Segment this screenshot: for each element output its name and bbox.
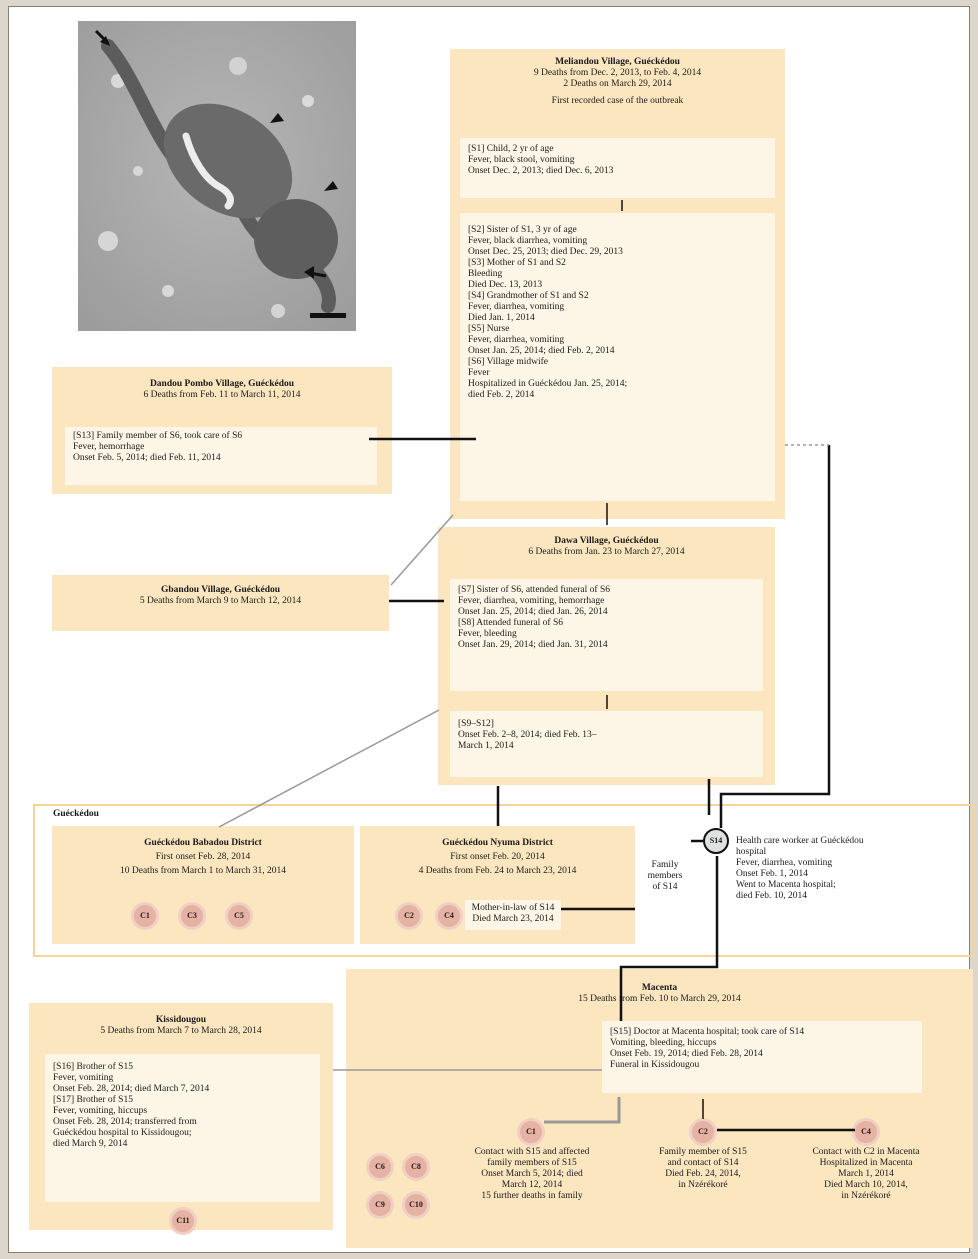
- s14-node: S14: [703, 828, 729, 854]
- gueckedou-region: Guéckédou: [33, 804, 973, 957]
- nyuma-mother-in-law: Mother-in-law of S14 Died March 23, 2014: [465, 900, 561, 930]
- case-badge-c4: C4: [438, 905, 460, 927]
- macenta-c4-text: Contact with C2 in Macenta Hospitalized …: [812, 1147, 920, 1201]
- meliandou-deaths: 9 Deaths from Dec. 2, 2013, to Feb. 4, 2…: [533, 68, 702, 89]
- macenta-title: Macenta: [641, 983, 678, 993]
- nyuma-onset: First onset Feb. 20, 2014: [450, 852, 545, 862]
- babadou-deaths: 10 Deaths from March 1 to March 31, 2014: [120, 866, 286, 876]
- dandou-title: Dandou Pombo Village, Guéckédou: [149, 379, 295, 389]
- case-badge-c2: C2: [398, 905, 420, 927]
- figure-frame: Meliandou Village, Guéckédou 9 Deaths fr…: [8, 6, 973, 1253]
- s14-description: Health care worker at Guéckédou hospital…: [736, 836, 864, 901]
- macenta-c2-text: Family member of S15 and contact of S14 …: [659, 1147, 747, 1190]
- case-badge-macenta-c2: C2: [692, 1121, 714, 1143]
- meliandou-title: Meliandou Village, Guéckédou: [555, 57, 680, 67]
- babadou-onset: First onset Feb. 28, 2014: [155, 852, 251, 862]
- gbandou-deaths: 5 Deaths from March 9 to March 12, 2014: [139, 596, 302, 606]
- case-badge-macenta-c4: C4: [855, 1121, 877, 1143]
- kissidougou-deaths: 5 Deaths from March 7 to March 28, 2014: [100, 1026, 262, 1036]
- gbandou-title: Gbandou Village, Guéckédou: [160, 585, 281, 595]
- electron-micrograph: [78, 21, 356, 331]
- nyuma-deaths: 4 Deaths from Feb. 24 to March 23, 2014: [418, 866, 577, 876]
- macenta-panel: Macenta 15 Deaths from Feb. 10 to March …: [346, 969, 973, 1248]
- babadou-panel: Guéckédou Babadou District First onset F…: [52, 826, 354, 944]
- dawa-deaths: 6 Deaths from Jan. 23 to March 27, 2014: [528, 547, 685, 557]
- case-badge-macenta-c1: C1: [520, 1121, 542, 1143]
- kissidougou-title: Kissidougou: [155, 1015, 207, 1025]
- case-s13: [S13] Family member of S6, took care of …: [65, 427, 377, 485]
- cases-s7-s8: [S7] Sister of S6, attended funeral of S…: [450, 579, 763, 691]
- cases-s16-s17: [S16] Brother of S15 Fever, vomiting Ons…: [45, 1054, 320, 1202]
- nyuma-title: Guéckédou Nyuma District: [442, 838, 553, 848]
- macenta-c1-text: Contact with S15 and affected family mem…: [474, 1147, 590, 1201]
- case-badge-c6: C6: [369, 1156, 391, 1178]
- case-badge-c8: C8: [405, 1156, 427, 1178]
- case-badge-c3: C3: [181, 905, 203, 927]
- case-badge-c11: C11: [172, 1210, 194, 1232]
- dandou-deaths: 6 Deaths from Feb. 11 to March 11, 2014: [143, 390, 301, 400]
- family-members-s14: Family members of S14: [647, 860, 683, 892]
- gueckedou-label: Guéckédou: [53, 809, 99, 819]
- case-s1: [S1] Child, 2 yr of age Fever, black sto…: [460, 138, 775, 198]
- virion-image: [78, 21, 356, 331]
- case-badge-c5: C5: [228, 905, 250, 927]
- babadou-title: Guéckédou Babadou District: [144, 838, 262, 848]
- cases-s9-s12: [S9–S12] Onset Feb. 2–8, 2014; died Feb.…: [450, 711, 763, 777]
- meliandou-first-case: First recorded case of the outbreak: [551, 96, 684, 106]
- case-badge-c9: C9: [369, 1194, 391, 1216]
- cases-s2-s6: [S2] Sister of S1, 3 yr of age Fever, bl…: [460, 213, 775, 501]
- gbandou-panel: Gbandou Village, Guéckédou 5 Deaths from…: [52, 575, 389, 631]
- dawa-title: Dawa Village, Guéckédou: [554, 536, 659, 546]
- case-badge-c1: C1: [134, 905, 156, 927]
- case-s15: [S15] Doctor at Macenta hospital; took c…: [602, 1021, 922, 1093]
- macenta-deaths: 15 Deaths from Feb. 10 to March 29, 2014: [578, 994, 741, 1004]
- case-badge-c10: C10: [405, 1194, 427, 1216]
